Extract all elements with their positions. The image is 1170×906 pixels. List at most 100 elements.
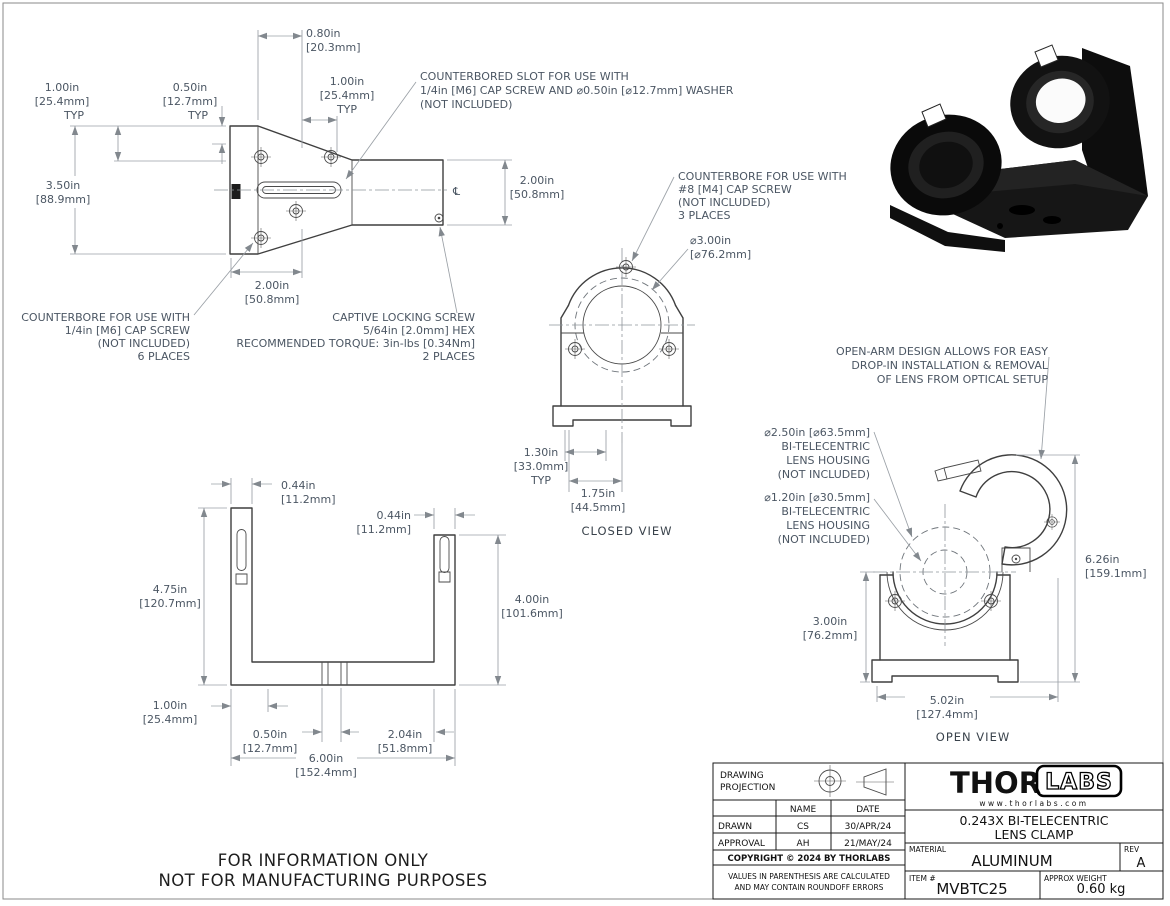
fv-dim-400-in: 4.00in <box>515 593 550 606</box>
material-value: ALUMINUM <box>971 852 1052 870</box>
side-dim-100t-in: 1.00in <box>330 75 365 88</box>
ov-dim-626-mm: [159.1mm] <box>1085 567 1147 580</box>
housing250-callout-line1: ⌀2.50in [⌀63.5mm] <box>764 426 870 439</box>
weight-value: 0.60 kg <box>1077 882 1126 897</box>
side-dim-050-typ: TYP <box>187 109 208 122</box>
col-name-header: NAME <box>790 805 817 815</box>
cv-counterbore-callout-line1: COUNTERBORE FOR USE WITH <box>678 170 847 183</box>
openarm-callout-line2: DROP-IN INSTALLATION & REMOVAL <box>851 359 1048 372</box>
counterbore-callout-line3: (NOT INCLUDED) <box>98 337 190 350</box>
approval-date: 21/MAY/24 <box>844 839 892 849</box>
side-dim-350-in: 3.50in <box>46 179 81 192</box>
side-dim-200r-in: 2.00in <box>520 174 555 187</box>
weight-label: APPROX WEIGHT <box>1044 874 1107 883</box>
cv-counterbore-callout-line4: 3 PLACES <box>678 209 730 222</box>
side-dim-050-mm: [12.7mm] <box>163 95 218 108</box>
disclaimer-line2: AND MAY CONTAIN ROUNDOFF ERRORS <box>735 883 884 892</box>
logo-labs-text: LABS <box>1045 770 1113 795</box>
slot-callout-line3: (NOT INCLUDED) <box>420 98 512 111</box>
fv-dim-050-mm: [12.7mm] <box>243 742 298 755</box>
housing120-callout-line3: LENS HOUSING <box>786 519 870 532</box>
approval-label: APPROVAL <box>718 839 765 849</box>
fv-dim-204-mm: [51.8mm] <box>378 742 433 755</box>
front-view: 0.44in [11.2mm] 0.44in [11.2mm] 4.75in [… <box>139 478 563 779</box>
fv-dim-044l-mm: [11.2mm] <box>281 493 336 506</box>
side-view-dimension-lines <box>70 30 512 316</box>
projection-label-1: DRAWING <box>720 771 764 781</box>
fv-dim-050-in: 0.50in <box>253 728 288 741</box>
ov-dim-300-mm: [76.2mm] <box>803 629 858 642</box>
housing120-callout-line2: BI-TELECENTRIC <box>781 505 870 518</box>
closed-view-label: CLOSED VIEW <box>581 524 672 538</box>
closed-view-dimension-lines <box>564 176 689 492</box>
side-dim-100t-mm: [25.4mm] <box>320 89 375 102</box>
fv-dim-600-in: 6.00in <box>309 752 344 765</box>
fv-dim-475-in: 4.75in <box>153 583 188 596</box>
rev-label: REV <box>1124 845 1140 854</box>
drawing-title-line1: 0.243X BI-TELECENTRIC <box>959 813 1108 828</box>
ov-dim-300-in: 3.00in <box>813 615 848 628</box>
open-view-label: OPEN VIEW <box>936 730 1010 744</box>
side-dim-200b-mm: [50.8mm] <box>245 293 300 306</box>
cv-dim-175-in: 1.75in <box>581 487 616 500</box>
projection-label-2: PROJECTION <box>720 783 775 793</box>
render-ring-left <box>890 114 1002 216</box>
counterbore-callout-line2: 1/4in [M6] CAP SCREW <box>65 324 190 337</box>
closed-view: COUNTERBORE FOR USE WITH #8 [M4] CAP SCR… <box>514 170 847 538</box>
side-view: 0.80in [20.3mm] 1.00in [25.4mm] TYP 0.50… <box>21 27 733 363</box>
fv-dim-475-mm: [120.7mm] <box>139 597 201 610</box>
fv-dim-100-mm: [25.4mm] <box>143 713 198 726</box>
open-view: OPEN-ARM DESIGN ALLOWS FOR EASY DROP-IN … <box>764 345 1146 744</box>
housing250-callout-line2: BI-TELECENTRIC <box>781 440 870 453</box>
cv-dim-130-mm: [33.0mm] <box>514 460 569 473</box>
captive-callout-line1: CAPTIVE LOCKING SCREW <box>332 311 475 324</box>
side-dim-100t-typ: TYP <box>336 103 357 116</box>
fv-dim-600-mm: [152.4mm] <box>295 766 357 779</box>
footer-note: FOR INFORMATION ONLY NOT FOR MANUFACTURI… <box>159 851 488 890</box>
slot-callout-line2: 1/4in [M6] CAP SCREW AND ⌀0.50in [⌀12.7m… <box>420 84 734 97</box>
ov-dim-502-in: 5.02in <box>930 694 965 707</box>
side-dim-100l-in: 1.00in <box>45 81 80 94</box>
fv-dim-044r-mm: [11.2mm] <box>356 523 411 536</box>
ov-dim-626-in: 6.26in <box>1085 553 1120 566</box>
side-dim-200r-mm: [50.8mm] <box>510 188 565 201</box>
side-dim-200b-in: 2.00in <box>255 279 290 292</box>
side-dim-100l-mm: [25.4mm] <box>35 95 90 108</box>
side-dim-080-mm: [20.3mm] <box>306 41 361 54</box>
disclaimer-line1: VALUES IN PARENTHESIS ARE CALCULATED <box>728 872 890 881</box>
cv-dim-130-in: 1.30in <box>524 446 559 459</box>
cv-dim-175-mm: [44.5mm] <box>571 501 626 514</box>
cv-counterbore-callout-line2: #8 [M4] CAP SCREW <box>678 183 792 196</box>
cv-dim-d300-in: ⌀3.00in <box>690 234 731 247</box>
side-dim-080-in: 0.80in <box>306 27 341 40</box>
openarm-callout-line1: OPEN-ARM DESIGN ALLOWS FOR EASY <box>836 345 1048 358</box>
fv-dim-044r-in: 0.44in <box>376 509 411 522</box>
item-value: MVBTC25 <box>936 880 1007 898</box>
cv-dim-d300-mm: [⌀76.2mm] <box>690 248 751 261</box>
render-ring-right <box>1010 55 1110 149</box>
captive-callout-line2: 5/64in [2.0mm] HEX <box>363 324 475 337</box>
footer-line1: FOR INFORMATION ONLY <box>218 851 429 870</box>
thorlabs-logo: THOR LABS <box>950 764 1123 800</box>
slot-callout-line1: COUNTERBORED SLOT FOR USE WITH <box>420 70 629 83</box>
captive-screw-side <box>231 184 241 199</box>
projection-symbols <box>814 765 894 797</box>
front-view-dimension-lines <box>198 478 506 766</box>
footer-line2: NOT FOR MANUFACTURING PURPOSES <box>159 871 488 890</box>
drawn-label: DRAWN <box>718 822 752 832</box>
material-label: MATERIAL <box>909 845 947 854</box>
render-3d <box>890 44 1148 252</box>
drawn-date: 30/APR/24 <box>845 822 892 832</box>
copyright-text: COPYRIGHT © 2024 BY THORLABS <box>728 854 891 864</box>
item-label: ITEM # <box>909 874 936 883</box>
captive-callout-line4: 2 PLACES <box>423 350 475 363</box>
side-dim-100l-typ: TYP <box>63 109 84 122</box>
housing120-callout-line1: ⌀1.20in [⌀30.5mm] <box>764 491 870 504</box>
website-text: www.thorlabs.com <box>979 799 1088 808</box>
captive-callout-line3: RECOMMENDED TORQUE: 3in-lbs [0.34Nm] <box>236 337 475 350</box>
drawn-name: CS <box>797 822 809 832</box>
fv-dim-100-in: 1.00in <box>153 699 188 712</box>
